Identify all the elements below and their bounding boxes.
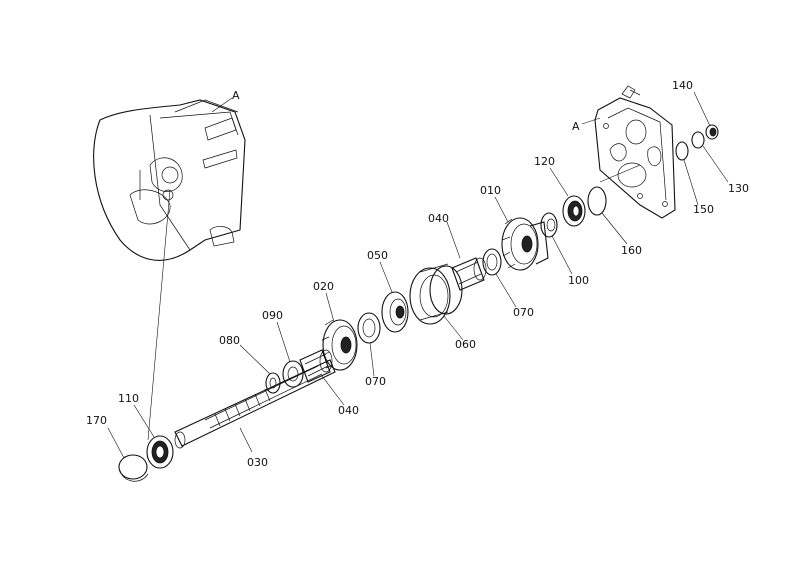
callout-a-right: A (572, 120, 580, 133)
callout-070-right: 070 (513, 306, 534, 319)
callout-030: 030 (247, 456, 268, 469)
callout-120: 120 (534, 155, 555, 168)
callout-040-upper: 040 (428, 212, 449, 225)
callout-080: 080 (219, 334, 240, 347)
washer-080 (265, 372, 281, 394)
washer-070-upper (482, 248, 502, 276)
callout-020: 020 (313, 280, 334, 293)
transmission-housing (93, 99, 246, 261)
callout-010: 010 (480, 184, 501, 197)
nut-140 (705, 124, 719, 140)
callout-a-left: A (232, 89, 240, 102)
callout-040-lower: 040 (338, 404, 359, 417)
callout-050: 050 (367, 249, 388, 262)
alignment-line-right (599, 164, 641, 183)
callout-labels: A A 010 020 030 040 040 050 060 070 070 … (86, 79, 749, 469)
callout-160: 160 (621, 244, 642, 257)
callout-070-left: 070 (365, 375, 386, 388)
plug-170 (118, 454, 149, 482)
shaft-030 (174, 359, 336, 449)
needle-bearing-040-upper (451, 257, 487, 291)
bearing-110 (146, 435, 174, 469)
bearing-120 (562, 195, 586, 227)
alignment-line (147, 189, 171, 441)
leader-lines (107, 91, 729, 459)
callout-090: 090 (262, 309, 283, 322)
callout-060: 060 (455, 338, 476, 351)
callout-130: 130 (728, 182, 749, 195)
callout-100: 100 (568, 274, 589, 287)
callout-150: 150 (693, 203, 714, 216)
needle-bearing-040-lower (299, 349, 333, 383)
cover-plate (594, 85, 676, 219)
ring-160 (587, 186, 607, 216)
callout-110: 110 (118, 392, 139, 405)
gear-010 (501, 217, 549, 271)
washer-090 (282, 360, 304, 388)
sleeve-060 (409, 263, 463, 325)
hub-050 (381, 291, 409, 333)
washer-070-lower (357, 312, 381, 344)
gear-020 (321, 319, 358, 371)
collar-100 (540, 212, 558, 238)
seal-150 (675, 141, 689, 161)
callout-140: 140 (672, 79, 693, 92)
ring-130 (691, 131, 705, 149)
callout-170: 170 (86, 414, 107, 427)
